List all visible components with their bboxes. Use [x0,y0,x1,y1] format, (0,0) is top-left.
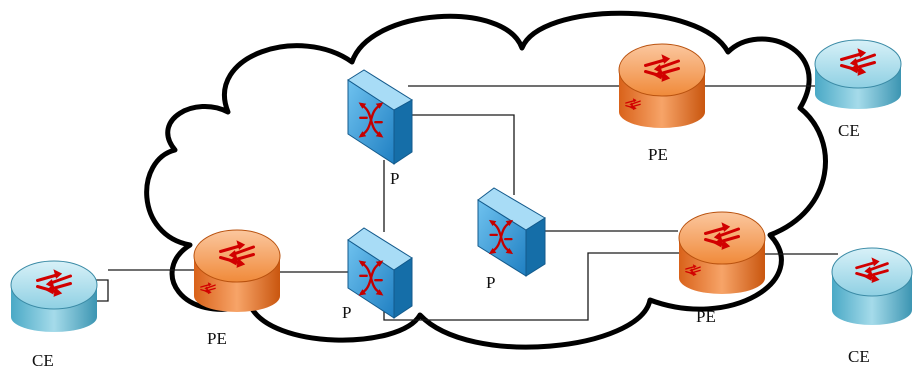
link-p-top-p-middle [392,114,515,195]
pe-router-left [193,229,281,312]
ce-bottom-right-label: CE [848,347,870,366]
ce-left-label: CE [32,351,54,370]
p-bottom-label: P [342,303,351,322]
pe-router-top [618,43,706,128]
p-switch-top [347,69,413,165]
pe-right-label: PE [696,307,716,326]
mpls-cloud [144,10,828,350]
link-p-bottom-pe-right [383,252,690,321]
links [88,85,838,321]
ce-router-bottom-right [831,247,913,325]
p-switch-bottom [347,227,413,319]
link-ce-left-pe-left [88,279,109,302]
p-middle-label: P [486,273,495,292]
p-switch-middle [477,187,546,277]
ce-router-top-right [814,39,902,109]
pe-left-label: PE [207,329,227,348]
pe-top-label: PE [648,145,668,164]
pe-router-right [678,211,766,294]
ce-router-left [10,260,98,332]
ce-top-right-label: CE [838,121,860,140]
p-top-label: P [390,169,399,188]
